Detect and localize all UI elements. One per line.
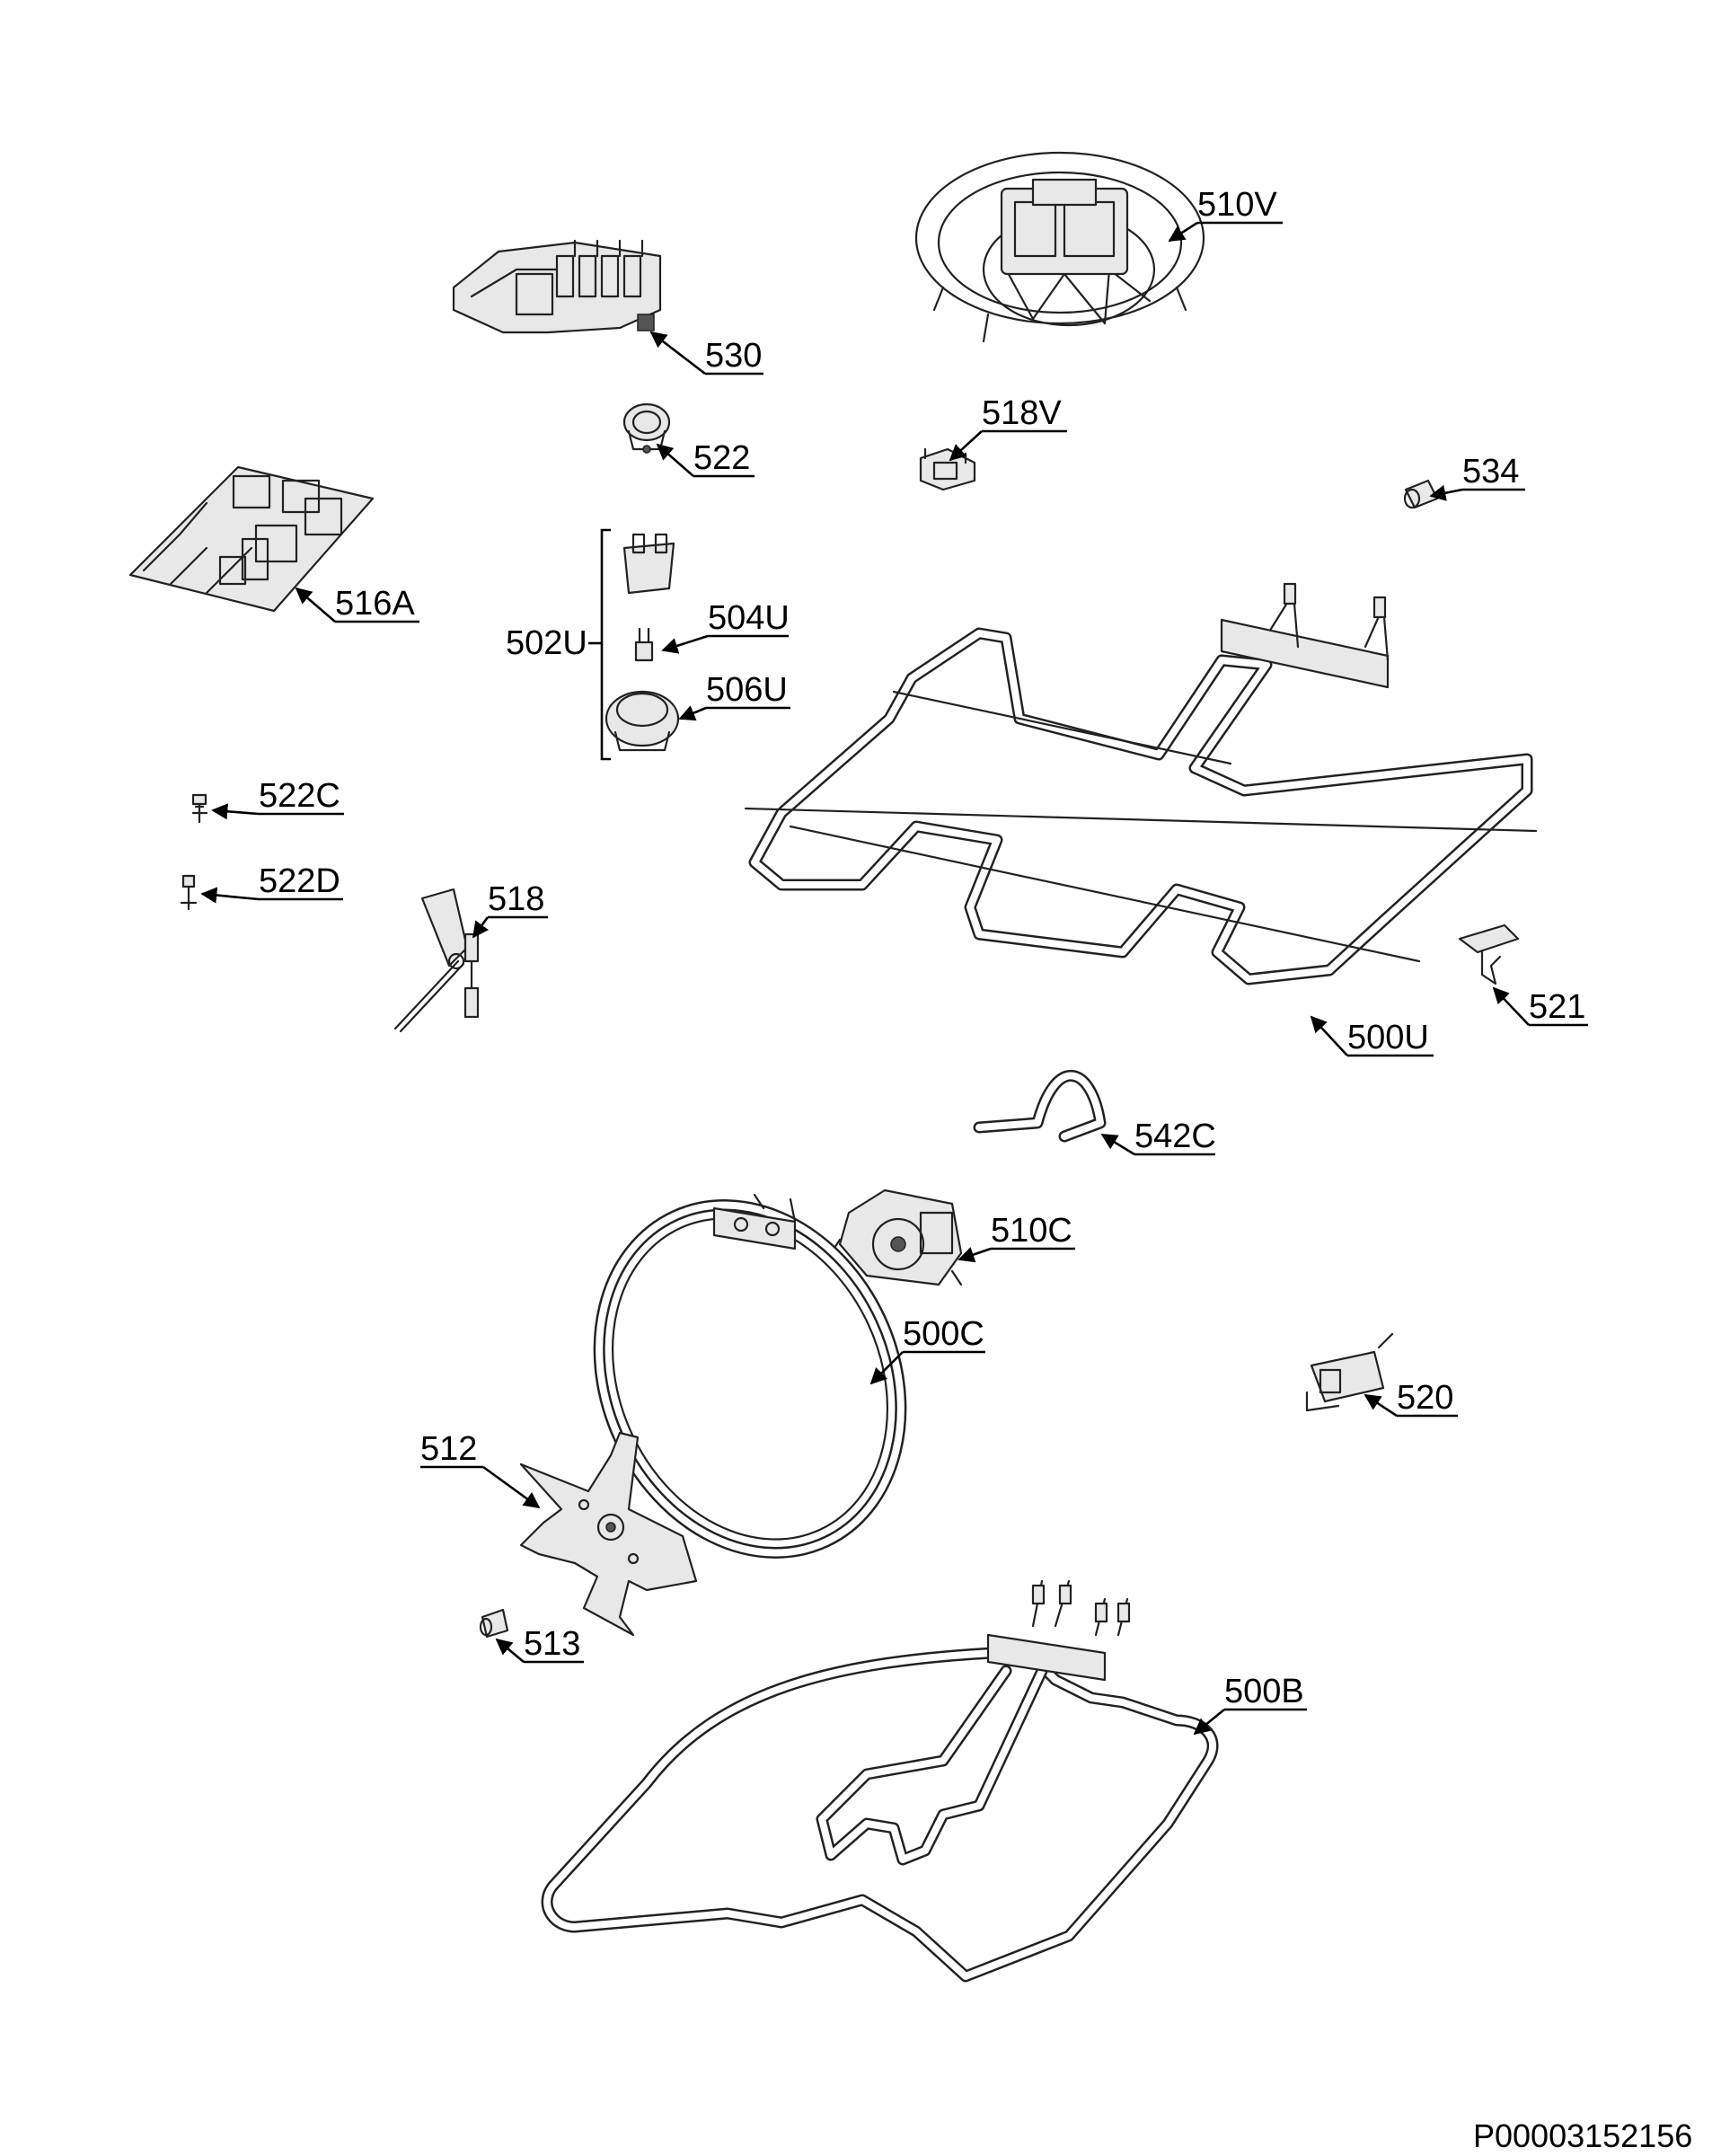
clip-522C-drawing — [191, 793, 208, 824]
callout-label: 510V — [1197, 186, 1277, 224]
bracket-502U — [600, 528, 611, 761]
fan-blade-drawing — [519, 1431, 698, 1637]
door-switch-drawing — [1305, 1332, 1394, 1412]
callout-label: 522C — [259, 777, 340, 815]
callout-510V: 510V — [1168, 186, 1283, 243]
temperature-sensor-drawing — [393, 888, 480, 1033]
callout-label: 522D — [259, 862, 340, 900]
callout-522C: 522C — [211, 777, 344, 820]
callout-label: 510C — [991, 1212, 1072, 1250]
callout-520: 520 — [1364, 1379, 1458, 1418]
lamp-socket-drawing — [622, 402, 671, 454]
clip-522D-drawing — [180, 874, 198, 911]
terminal-block-drawing — [452, 239, 662, 334]
fan-motor-assembly-drawing — [914, 151, 1205, 343]
callout-label: 518V — [982, 394, 1062, 432]
wire-clip-drawing — [973, 1070, 1107, 1143]
callout-506U: 506U — [678, 671, 790, 721]
callout-530: 530 — [649, 331, 763, 376]
callout-504U: 504U — [661, 599, 790, 654]
callout-500B: 500B — [1193, 1673, 1307, 1736]
fan-thermostat-drawing — [919, 447, 976, 491]
callout-513: 513 — [495, 1625, 584, 1664]
callout-510C: 510C — [958, 1212, 1075, 1263]
callout-542C: 542C — [1100, 1118, 1216, 1156]
fan-nut-drawing — [479, 1608, 509, 1639]
callout-label: 502U — [506, 624, 587, 662]
callout-521: 521 — [1492, 986, 1588, 1027]
callout-label: 506U — [706, 671, 788, 709]
callout-500U: 500U — [1310, 1015, 1434, 1057]
callout-522D: 522D — [200, 862, 343, 904]
callout-516A: 516A — [295, 585, 419, 623]
callout-label: 500B — [1224, 1673, 1304, 1710]
callout-label: 500U — [1347, 1019, 1429, 1056]
callout-518: 518 — [472, 880, 548, 939]
callout-label: 530 — [705, 337, 762, 375]
bottom-element-drawing — [541, 1579, 1219, 1983]
callout-522: 522 — [656, 439, 755, 478]
callout-label: 518 — [488, 880, 544, 918]
callout-label: 534 — [1462, 453, 1519, 490]
bracket-521-drawing — [1458, 923, 1520, 985]
callout-label: 504U — [708, 599, 790, 637]
switch-knob-group-drawing — [605, 533, 680, 752]
control-board-drawing — [128, 465, 375, 613]
document-code: P00003152156 — [1473, 2117, 1692, 2154]
callout-502U: 502U — [506, 624, 602, 662]
convection-fan-motor-drawing — [829, 1188, 963, 1286]
callout-label: 516A — [335, 585, 415, 623]
callout-label: 513 — [524, 1625, 580, 1663]
callout-label: 521 — [1529, 988, 1585, 1026]
callout-500C: 500C — [869, 1315, 985, 1385]
top-grill-element-drawing — [744, 582, 1538, 985]
callout-label: 522 — [693, 439, 750, 477]
callout-512: 512 — [420, 1430, 541, 1509]
callout-label: 520 — [1397, 1379, 1453, 1417]
cap-drawing — [1403, 479, 1439, 509]
callout-534: 534 — [1429, 453, 1525, 501]
callout-label: 512 — [420, 1430, 477, 1468]
callout-518V: 518V — [949, 394, 1067, 462]
callout-label: 542C — [1134, 1118, 1216, 1155]
callout-label: 500C — [903, 1315, 984, 1353]
